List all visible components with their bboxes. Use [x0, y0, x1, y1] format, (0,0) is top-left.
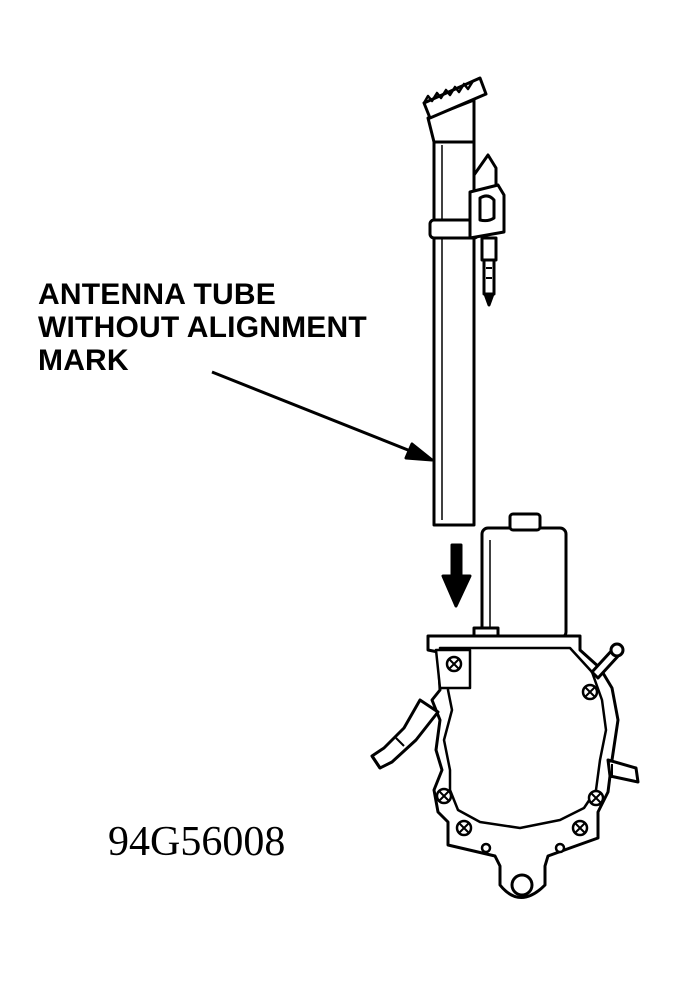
callout-line-3: MARK [38, 344, 129, 377]
mast-housing [426, 634, 620, 899]
drain-lever [370, 698, 440, 770]
callout-label: ANTENNA TUBE WITHOUT ALIGNMENT MARK [38, 278, 367, 377]
antenna-tube [422, 76, 488, 527]
antenna-bracket [468, 153, 506, 307]
down-arrow-icon [441, 543, 472, 608]
figure-id: 94G56008 [108, 819, 286, 865]
callout-line-1: ANTENNA TUBE [38, 278, 276, 311]
bolt [590, 642, 625, 680]
screw-icon [435, 655, 605, 854]
motor-cylinder [472, 512, 568, 644]
callout-leader [211, 370, 434, 462]
callout-line-2: WITHOUT ALIGNMENT [38, 311, 367, 344]
wire-stub [606, 758, 640, 784]
